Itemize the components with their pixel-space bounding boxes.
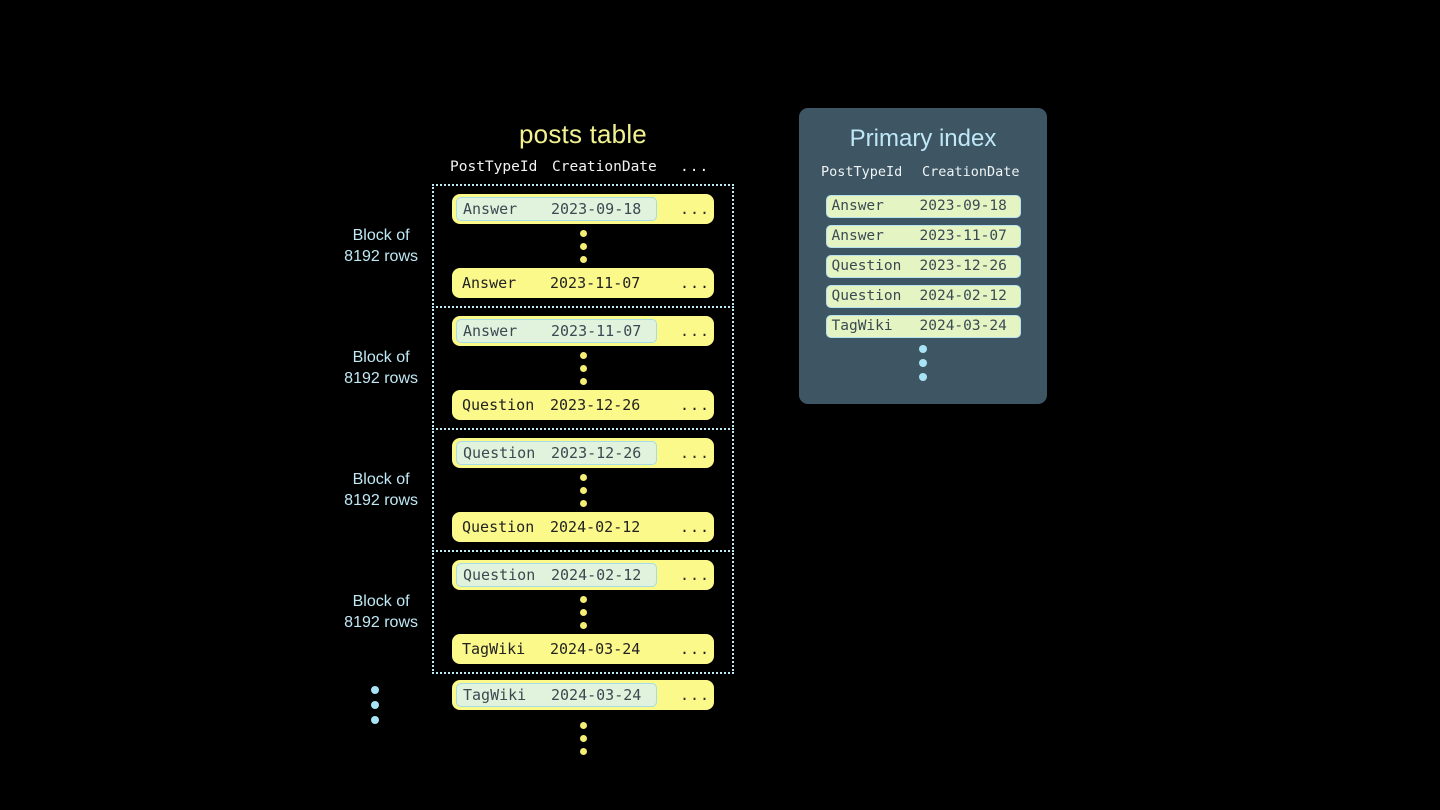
- index-cell-creationdate: 2023-11-07: [919, 228, 1007, 244]
- table-ellipsis-dots: [432, 710, 734, 766]
- row-highlight-box: [456, 683, 657, 707]
- table-row: Question 2024-02-12 ...: [452, 560, 714, 590]
- cell-posttypeid: Question: [462, 518, 535, 536]
- block-of-rows: Block of 8192 rows Answer 2023-09-18 ...…: [344, 184, 734, 308]
- block-label-line1: Block of: [352, 349, 410, 366]
- table-row: TagWiki 2024-03-24 ...: [452, 634, 714, 664]
- cell-more: ...: [680, 444, 711, 462]
- cell-more: ...: [680, 200, 711, 218]
- row-highlight-box: [456, 319, 657, 343]
- cell-creationdate: 2023-09-18: [551, 200, 642, 218]
- index-cell-creationdate: 2023-09-18: [919, 198, 1007, 214]
- block-label-line2: 8192 rows: [344, 370, 418, 387]
- index-cell-creationdate: 2024-03-24: [919, 318, 1007, 334]
- cell-posttypeid: Answer: [463, 322, 518, 340]
- row-highlight-box: [456, 197, 657, 221]
- index-row: Answer 2023-09-18: [825, 195, 1021, 218]
- primary-index-panel: Primary index PostTypeId CreationDate An…: [799, 108, 1047, 404]
- block-of-rows: Block of 8192 rows Answer 2023-11-07 ...…: [344, 306, 734, 430]
- index-column-header-creationdate: CreationDate: [922, 164, 1020, 180]
- table-row: Question 2023-12-26 ...: [452, 438, 714, 468]
- blocks-ellipsis-dots: [371, 686, 379, 724]
- block-label-line2: 8192 rows: [344, 492, 418, 509]
- cell-creationdate: 2024-03-24: [550, 640, 641, 658]
- block-label-line2: 8192 rows: [344, 614, 418, 631]
- block-label: Block of 8192 rows: [344, 225, 418, 267]
- row-ellipsis-dots: [434, 346, 732, 390]
- cell-posttypeid: Answer: [462, 274, 517, 292]
- cell-more: ...: [680, 640, 711, 658]
- cell-more: ...: [680, 396, 711, 414]
- row-highlight-box: [456, 441, 657, 465]
- column-header-posttypeid: PostTypeId: [450, 159, 538, 175]
- cell-creationdate: 2023-12-26: [550, 396, 641, 414]
- index-cell-creationdate: 2024-02-12: [919, 288, 1007, 304]
- primary-index-column-headers: PostTypeId CreationDate: [799, 164, 1047, 186]
- posts-table-diagram: posts table PostTypeId CreationDate ... …: [344, 118, 734, 766]
- cell-posttypeid: Question: [462, 396, 535, 414]
- block-label-line2: 8192 rows: [344, 248, 418, 265]
- cell-creationdate: 2023-11-07: [551, 322, 642, 340]
- block-of-rows: Block of 8192 rows Question 2023-12-26 .…: [344, 428, 734, 552]
- cell-creationdate: 2024-03-24: [551, 686, 642, 704]
- table-row: Question 2023-12-26 ...: [452, 390, 714, 420]
- index-row: Question 2024-02-12: [825, 285, 1021, 308]
- block-label: Block of 8192 rows: [344, 469, 418, 511]
- cell-more: ...: [680, 274, 711, 292]
- block-label-line1: Block of: [352, 471, 410, 488]
- cell-creationdate: 2023-12-26: [551, 444, 642, 462]
- posts-table-column-headers: PostTypeId CreationDate ...: [432, 159, 734, 181]
- cell-creationdate: 2024-02-12: [551, 566, 642, 584]
- index-row: TagWiki 2024-03-24: [825, 315, 1021, 338]
- table-row: Answer 2023-11-07 ...: [452, 316, 714, 346]
- cell-more: ...: [680, 518, 711, 536]
- block-label-line1: Block of: [352, 593, 410, 610]
- cell-posttypeid: TagWiki: [462, 640, 526, 658]
- primary-index-title: Primary index: [849, 125, 997, 152]
- index-cell-creationdate: 2023-12-26: [919, 258, 1007, 274]
- index-cell-posttypeid: Answer: [831, 198, 884, 214]
- table-row: Answer 2023-09-18 ...: [452, 194, 714, 224]
- cell-more: ...: [680, 566, 711, 584]
- cell-posttypeid: Answer: [463, 200, 518, 218]
- row-ellipsis-dots: [434, 468, 732, 512]
- index-row: Question 2023-12-26: [825, 255, 1021, 278]
- cell-posttypeid: TagWiki: [463, 686, 527, 704]
- cell-posttypeid: Question: [463, 444, 536, 462]
- block-label-line1: Block of: [352, 227, 410, 244]
- index-ellipsis-dots: [799, 345, 1047, 381]
- row-ellipsis-dots: [434, 590, 732, 634]
- row-highlight-box: [456, 563, 657, 587]
- posts-table-title: posts table: [519, 119, 647, 149]
- cell-more: ...: [680, 322, 711, 340]
- cell-creationdate: 2023-11-07: [550, 274, 641, 292]
- cell-posttypeid: Question: [463, 566, 536, 584]
- cell-more: ...: [680, 686, 711, 704]
- column-header-more: ...: [680, 159, 710, 175]
- table-row: Question 2024-02-12 ...: [452, 512, 714, 542]
- index-row: Answer 2023-11-07: [825, 225, 1021, 248]
- block-list: Block of 8192 rows Answer 2023-09-18 ...…: [344, 184, 734, 674]
- index-cell-posttypeid: Answer: [831, 228, 884, 244]
- column-header-creationdate: CreationDate: [552, 159, 657, 175]
- block-label: Block of 8192 rows: [344, 591, 418, 633]
- index-column-header-posttypeid: PostTypeId: [821, 164, 903, 180]
- primary-index-row-list: Answer 2023-09-18 Answer 2023-11-07 Ques…: [799, 195, 1047, 338]
- index-cell-posttypeid: Question: [831, 288, 902, 304]
- row-ellipsis-dots: [434, 224, 732, 268]
- block-label: Block of 8192 rows: [344, 347, 418, 389]
- cell-creationdate: 2024-02-12: [550, 518, 641, 536]
- table-row: Answer 2023-11-07 ...: [452, 268, 714, 298]
- table-row-trailing: TagWiki 2024-03-24 ...: [452, 680, 714, 710]
- index-cell-posttypeid: TagWiki: [831, 318, 893, 334]
- index-cell-posttypeid: Question: [831, 258, 902, 274]
- block-of-rows: Block of 8192 rows Question 2024-02-12 .…: [344, 550, 734, 674]
